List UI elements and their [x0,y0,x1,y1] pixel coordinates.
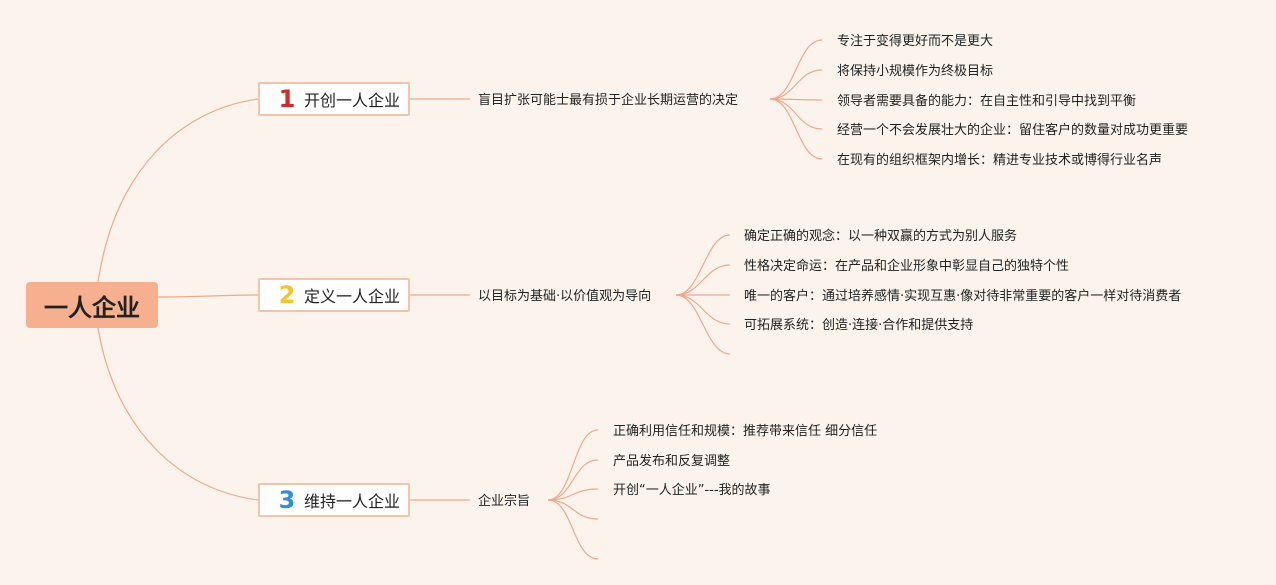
branch-3-leaf[interactable]: 正确利用信任和规模：推荐带来信任 细分信任 [613,424,878,439]
connector-branch-3-leaf [547,499,599,520]
branch-2-leaf[interactable]: 唯一的客户：通过培养感情·实现互惠·像对待非常重要的客户一样对待消费者 [744,289,1182,304]
connector-branch-2-leaf [675,294,731,325]
branch-2[interactable]: 2 定义一人企业 [258,278,410,312]
branch-3-label: 维持一人企业 [304,492,401,511]
connector-root-branch-2 [157,294,259,298]
branch-3-leaf[interactable]: 产品发布和反复调整 [613,454,731,469]
branch-1-leaf[interactable]: 领导者需要具备的能力：在自主性和引导中找到平衡 [837,94,1137,109]
connector-branch-1-leaf [769,98,823,130]
number-1-icon: 1 [278,85,296,113]
connector-root-branch-1 [97,98,259,283]
number-3-icon: 3 [278,486,296,514]
connector-branch-2-leaf [675,234,731,296]
connector-root-branch-3 [97,327,259,501]
branch-3[interactable]: 3 维持一人企业 [258,483,410,517]
root-topic[interactable]: 一人企业 [26,282,158,328]
connector-branch-3-leaf [547,459,599,501]
connector-branch-3-leaf [547,499,599,560]
number-2-icon: 2 [278,281,296,309]
branch-2-subtopic[interactable]: 以目标为基础·以价值观为导向 [478,289,652,304]
branch-1-leaf[interactable]: 专注于变得更好而不是更大 [837,34,994,49]
connector-branch-2-leaf [675,294,731,355]
connector-branch-2-leaf [675,264,731,296]
branch-1-leaf[interactable]: 将保持小规模作为终极目标 [837,64,994,79]
connector-branch-1-leaf [769,69,823,100]
branch-2-label: 定义一人企业 [304,287,401,306]
connector-branch-1-leaf [769,98,823,160]
branch-2-leaf[interactable]: 可拓展系统：创造·连接·合作和提供支持 [744,318,974,333]
branch-2-leaf[interactable]: 性格决定命运：在产品和企业形象中彰显自己的独特个性 [744,259,1070,274]
branch-1[interactable]: 1 开创一人企业 [258,82,410,116]
branch-3-subtopic[interactable]: 企业宗旨 [478,494,531,509]
branch-1-leaf[interactable]: 在现有的组织框架内增长：精进专业技术或博得行业名声 [837,153,1163,168]
branch-1-subtopic[interactable]: 盲目扩张可能士最有损于企业长期运营的决定 [478,93,739,108]
branch-2-leaf[interactable]: 确定正确的观念：以一种双赢的方式为别人服务 [744,229,1018,244]
root-label: 一人企业 [44,293,140,322]
connector-branch-3-leaf [547,488,599,501]
branch-1-leaf[interactable]: 经营一个不会发展壮大的企业：留住客户的数量对成功更重要 [837,123,1189,138]
connector-branch-3-leaf [547,429,599,501]
branch-3-leaf[interactable]: 开创“一人企业”---我的故事 [613,483,771,498]
branch-1-label: 开创一人企业 [304,91,401,110]
connector-branch-1-leaf [769,39,823,100]
